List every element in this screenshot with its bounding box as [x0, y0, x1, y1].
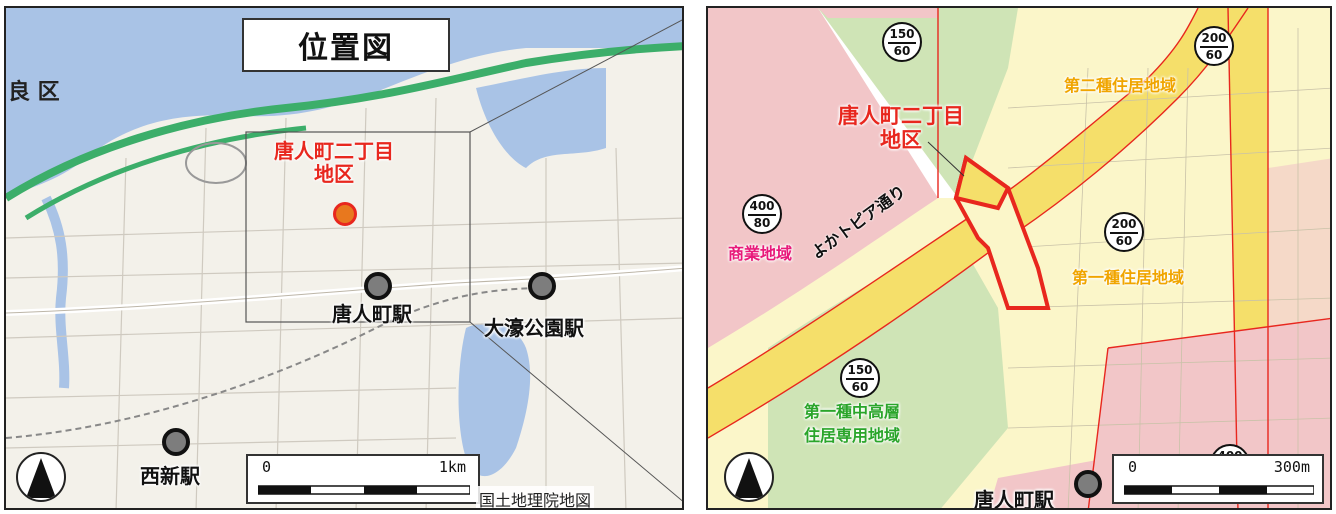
station-marker-nishijin [162, 428, 190, 456]
district-label-right-line2: 地区 [880, 128, 922, 153]
scale-start: 0 [262, 458, 272, 476]
zoning-base-map [708, 8, 1330, 508]
zone-label-commercial: 商業地域 [728, 244, 793, 263]
north-arrow-icon-right [724, 452, 774, 502]
zone-label-residential-1: 第一種住居地域 [1072, 268, 1185, 287]
district-label-right-line1: 唐人町二丁目 [838, 104, 964, 128]
scale-end: 1km [438, 458, 466, 476]
district-label: 唐人町二丁目 地区 [274, 140, 394, 186]
ward-label: 良 区 [8, 80, 60, 105]
station-label-nishijin: 西新駅 [140, 464, 200, 488]
station-label-tojinmachi: 唐人町駅 [332, 302, 412, 326]
map-title: 位置図 [242, 18, 450, 72]
district-label-line1: 唐人町二丁目 [274, 139, 394, 163]
zone-label-residential-2: 第二種住居地域 [1064, 76, 1177, 95]
district-label-right: 唐人町二丁目 地区 [838, 104, 964, 152]
scale-bar: 0 1km [246, 454, 480, 504]
north-arrow-icon [16, 452, 66, 502]
station-label-ohorikoen: 大濠公園駅 [484, 316, 584, 340]
station-marker-ohorikoen [528, 272, 556, 300]
scale-bar-right: 0 300m [1112, 454, 1324, 504]
topographic-base-map [6, 8, 682, 508]
zone-label-mid-high-line2: 住居専用地域 [804, 426, 901, 445]
station-marker-right [1074, 470, 1102, 498]
scale-start-right: 0 [1128, 458, 1138, 476]
district-marker [333, 202, 357, 226]
district-label-line2: 地区 [314, 162, 354, 186]
zone-label-mid-high-line1: 第一種中高層 [804, 402, 901, 421]
station-marker-tojinmachi [364, 272, 392, 300]
scale-end-right: 300m [1273, 458, 1310, 476]
station-label-right: 唐人町駅 [974, 488, 1054, 510]
location-map: 位置図 良 区 唐人町二丁目 地区 唐人町駅 大濠公園駅 西新駅 0 1km 国… [4, 6, 684, 510]
map-credit: 国土地理院地図 [476, 486, 595, 508]
